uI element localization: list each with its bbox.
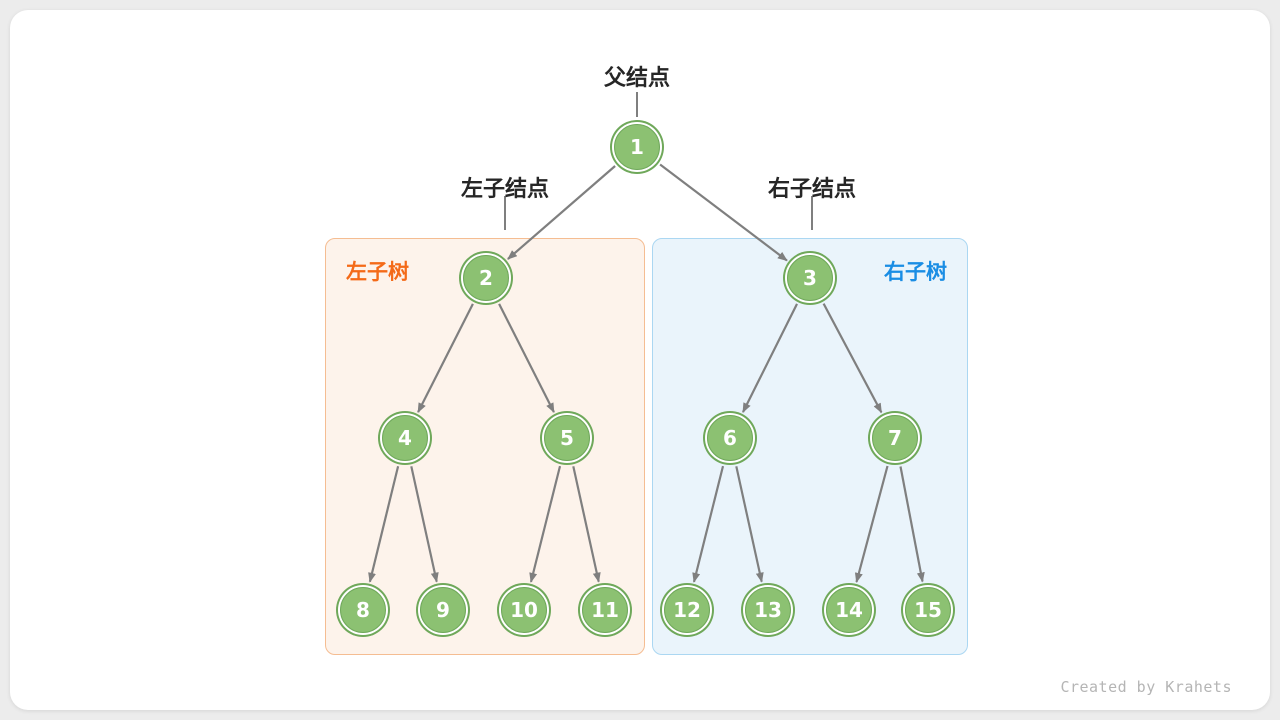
left-subtree-label: 左子树: [346, 261, 409, 284]
right-subtree-label: 右子树: [884, 261, 947, 284]
right-child-label: 右子结点: [767, 176, 857, 201]
right-subtree-box: 右子树: [652, 238, 968, 655]
left-subtree-box: 左子树: [325, 238, 645, 655]
watermark: Created by Krahets: [1060, 678, 1232, 696]
parent-node-label: 父结点: [603, 65, 671, 90]
left-child-label: 左子结点: [460, 176, 550, 201]
